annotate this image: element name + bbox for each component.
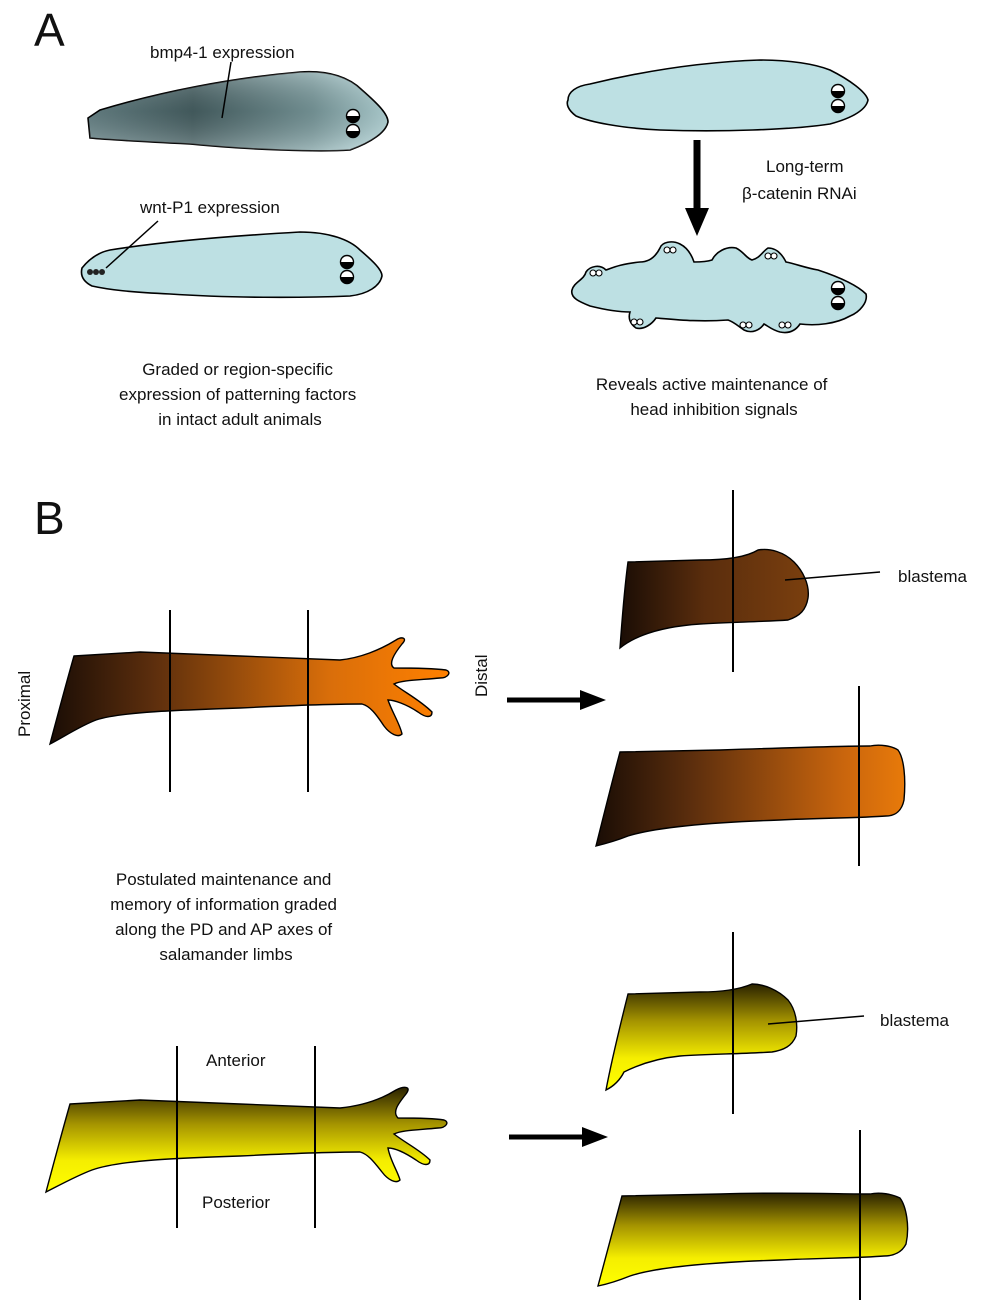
caption-right-line-1: Reveals active maintenance of	[596, 375, 828, 394]
anterior-label: Anterior	[206, 1051, 266, 1070]
caption-b-line-1: Postulated maintenance and	[116, 870, 332, 889]
planarian-bmp4-1	[88, 72, 388, 151]
wnt-expression-label: wnt-P1 expression	[139, 198, 280, 217]
posterior-label: Posterior	[202, 1193, 270, 1212]
distal-label: Distal	[472, 654, 491, 697]
panel-b-caption: Postulated maintenance and memory of inf…	[110, 870, 342, 964]
caption-left-line-1: Graded or region-specific	[142, 360, 333, 379]
treatment-label-line-2: β-catenin RNAi	[742, 184, 857, 203]
blastema-label-1: blastema	[898, 567, 968, 586]
caption-left-line-2: expression of patterning factors	[119, 385, 356, 404]
panel-a-caption-left: Graded or region-specific expression of …	[119, 360, 361, 429]
caption-left-line-3: in intact adult animals	[158, 410, 321, 429]
treatment-label-line-1: Long-term	[766, 157, 843, 176]
panel-b-letter: B	[34, 492, 65, 544]
caption-right-line-2: head inhibition signals	[630, 400, 797, 419]
limb-pd-gradient	[50, 638, 449, 744]
down-arrow-head	[685, 208, 709, 236]
panel-a-letter: A	[34, 4, 65, 56]
limb-ap-regenerating-short	[606, 984, 797, 1090]
bmp-expression-label: bmp4-1 expression	[150, 43, 295, 62]
right-arrow-1-head	[580, 690, 606, 710]
panel-a-caption-right: Reveals active maintenance of head inhib…	[596, 375, 832, 419]
limb-ap-regenerating-long	[598, 1193, 908, 1286]
posterior-dots	[87, 269, 105, 275]
planarian-wnt-p1	[81, 232, 382, 297]
right-arrow-2-head	[582, 1127, 608, 1147]
planarian-ectopic-heads	[572, 242, 867, 333]
limb-ap-gradient	[46, 1087, 447, 1192]
caption-b-line-4: salamander limbs	[159, 945, 292, 964]
proximal-label: Proximal	[15, 671, 34, 737]
planarian-intact-right	[567, 60, 868, 131]
blastema-label-2: blastema	[880, 1011, 950, 1030]
limb-regenerating-short	[620, 550, 808, 649]
caption-b-line-3: along the PD and AP axes of	[115, 920, 332, 939]
caption-b-line-2: memory of information graded	[110, 895, 337, 914]
